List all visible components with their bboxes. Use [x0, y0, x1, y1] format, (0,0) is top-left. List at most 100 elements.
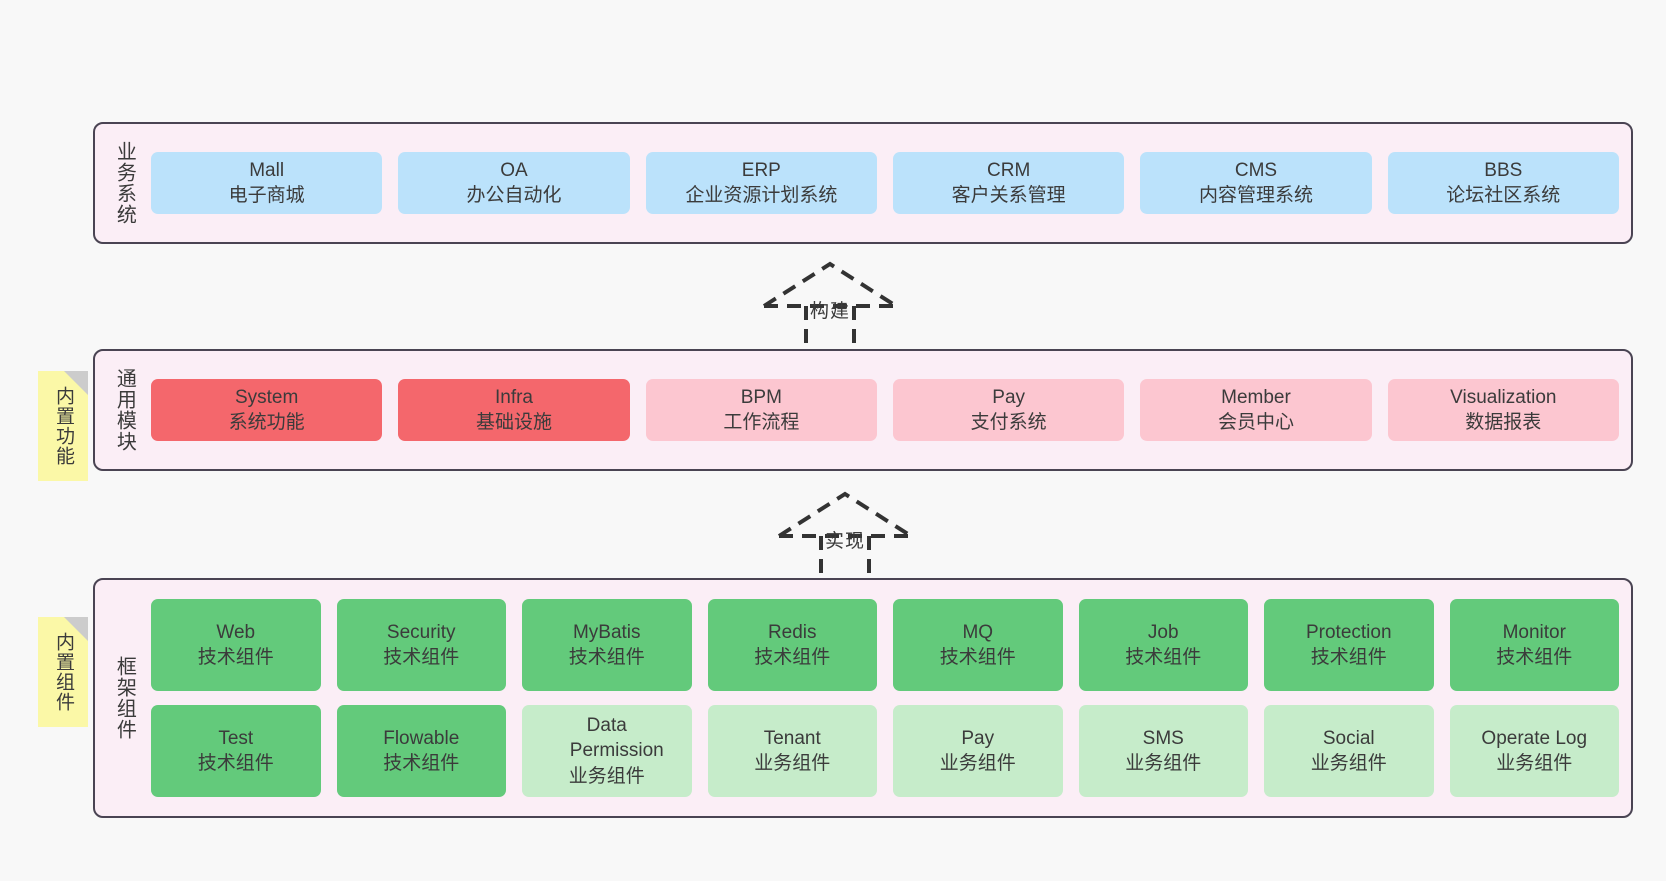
card-subtitle: 技术组件	[568, 647, 645, 668]
card-subtitle: 技术组件	[383, 753, 460, 774]
layer-common-modules[interactable]: 通用模块 System 系统功能 Infra 基础设施 BPM 工作流程 Pay…	[93, 349, 1633, 471]
card-title: Member	[1221, 386, 1291, 408]
card-row-technical: Web 技术组件 Security 技术组件 MyBatis 技术组件 Redi…	[151, 599, 1619, 691]
card-visualization[interactable]: Visualization 数据报表	[1387, 378, 1619, 442]
card-sms[interactable]: SMS 业务组件	[1078, 705, 1248, 797]
card-subtitle: 支付系统	[970, 412, 1047, 433]
layer-body-business: Mall 电子商城 OA 办公自动化 ERP 企业资源计划系统 CRM 客户关系…	[151, 134, 1619, 232]
card-data-permission[interactable]: Data Permission 业务组件	[522, 705, 692, 797]
card-subtitle: 内容管理系统	[1198, 185, 1313, 206]
card-mq[interactable]: MQ 技术组件	[893, 599, 1063, 691]
card-member[interactable]: Member 会员中心	[1140, 378, 1372, 442]
note-label: 内置组件	[53, 632, 75, 712]
card-title: Job	[1147, 621, 1179, 643]
card-test[interactable]: Test 技术组件	[151, 705, 321, 797]
card-job[interactable]: Job 技术组件	[1078, 599, 1248, 691]
card-subtitle: 业务组件	[939, 753, 1016, 774]
card-oa[interactable]: OA 办公自动化	[398, 151, 630, 215]
card-protection[interactable]: Protection 技术组件	[1264, 599, 1434, 691]
card-subtitle: 基础设施	[475, 412, 552, 433]
card-subtitle: 技术组件	[1125, 647, 1202, 668]
card-subtitle: 技术组件	[1496, 647, 1573, 668]
card-subtitle: 系统功能	[228, 412, 305, 433]
card-title: Operate Log	[1481, 727, 1588, 749]
card-title: System	[234, 386, 299, 408]
arrowhead-implement	[777, 491, 913, 538]
card-row: System 系统功能 Infra 基础设施 BPM 工作流程 Pay 支付系统…	[151, 378, 1619, 442]
card-row: Mall 电子商城 OA 办公自动化 ERP 企业资源计划系统 CRM 客户关系…	[151, 151, 1619, 215]
card-subtitle: 技术组件	[383, 647, 460, 668]
card-mybatis[interactable]: MyBatis 技术组件	[522, 599, 692, 691]
card-erp[interactable]: ERP 企业资源计划系统	[645, 151, 877, 215]
card-subtitle: 客户关系管理	[951, 185, 1066, 206]
card-title: Tenant	[763, 727, 821, 749]
card-title: Protection	[1305, 621, 1392, 643]
layer-title-business: 业务系统	[113, 141, 136, 225]
card-title: Pay	[961, 727, 995, 749]
card-subtitle: 企业资源计划系统	[685, 185, 838, 206]
note-fold-icon	[64, 371, 88, 395]
card-title: SMS	[1142, 727, 1184, 749]
note-builtin-features: 内置功能	[38, 371, 88, 481]
card-title: OA	[500, 159, 528, 181]
card-subtitle: 技术组件	[754, 647, 831, 668]
card-security[interactable]: Security 技术组件	[336, 599, 506, 691]
card-title: Security	[386, 621, 456, 643]
card-pay-component[interactable]: Pay 业务组件	[893, 705, 1063, 797]
note-fold-icon	[64, 617, 88, 641]
connector-label-build: 构建	[809, 301, 851, 322]
card-title: BPM	[740, 386, 782, 408]
card-bpm[interactable]: BPM 工作流程	[645, 378, 877, 442]
arrowhead-build	[762, 261, 898, 308]
card-subtitle: 业务组件	[1310, 753, 1387, 774]
card-title: Flowable	[383, 727, 460, 749]
card-row-business: Test 技术组件 Flowable 技术组件 Data Permission …	[151, 705, 1619, 797]
card-title: Social	[1322, 727, 1375, 749]
connector-build: 构建	[760, 258, 900, 348]
layer-business-system[interactable]: 业务系统 Mall 电子商城 OA 办公自动化 ERP 企业资源计划系统 CRM…	[93, 122, 1633, 244]
card-monitor[interactable]: Monitor 技术组件	[1449, 599, 1619, 691]
card-subtitle: 电子商城	[228, 185, 305, 206]
card-bbs[interactable]: BBS 论坛社区系统	[1387, 151, 1619, 215]
card-subtitle: 业务组件	[754, 753, 831, 774]
card-pay-module[interactable]: Pay 支付系统	[892, 378, 1125, 442]
card-infra[interactable]: Infra 基础设施	[398, 378, 630, 442]
card-title: BBS	[1484, 159, 1523, 181]
card-flowable[interactable]: Flowable 技术组件	[336, 705, 506, 797]
layer-title-modules: 通用模块	[113, 368, 136, 452]
card-title: CRM	[987, 159, 1031, 181]
layer-title-framework: 框架组件	[113, 656, 136, 740]
card-title: Mall	[249, 159, 285, 181]
card-title: MyBatis	[572, 621, 641, 643]
card-title: Pay	[992, 386, 1026, 408]
card-subtitle: 业务组件	[1125, 753, 1202, 774]
card-title: Web	[216, 621, 256, 643]
card-social[interactable]: Social 业务组件	[1264, 705, 1434, 797]
card-subtitle: 会员中心	[1217, 412, 1294, 433]
card-web[interactable]: Web 技术组件	[151, 599, 321, 691]
card-subtitle: 数据报表	[1465, 412, 1542, 433]
card-subtitle: 技术组件	[197, 753, 274, 774]
connector-implement: 实现	[775, 488, 915, 578]
card-crm[interactable]: CRM 客户关系管理	[892, 151, 1125, 215]
card-title: Redis	[767, 621, 817, 643]
card-system[interactable]: System 系统功能	[151, 378, 383, 442]
card-subtitle: 办公自动化	[466, 185, 562, 206]
card-title: Infra	[494, 386, 533, 408]
layer-body-modules: System 系统功能 Infra 基础设施 BPM 工作流程 Pay 支付系统…	[151, 361, 1619, 459]
card-cms[interactable]: CMS 内容管理系统	[1140, 151, 1372, 215]
card-subtitle: 技术组件	[1310, 647, 1387, 668]
card-title: MQ	[962, 621, 994, 643]
card-subtitle: 业务组件	[568, 765, 645, 787]
card-mall[interactable]: Mall 电子商城	[151, 151, 383, 215]
layer-framework-components[interactable]: 框架组件 Web 技术组件 Security 技术组件 MyBatis 技术组件…	[93, 578, 1633, 818]
card-subtitle: 业务组件	[1496, 753, 1573, 774]
card-redis[interactable]: Redis 技术组件	[707, 599, 877, 691]
card-tenant[interactable]: Tenant 业务组件	[707, 705, 877, 797]
note-label: 内置功能	[53, 386, 75, 466]
card-title: CMS	[1234, 159, 1278, 181]
card-subtitle: 工作流程	[723, 412, 800, 433]
card-operate-log[interactable]: Operate Log 业务组件	[1449, 705, 1619, 797]
layer-body-framework: Web 技术组件 Security 技术组件 MyBatis 技术组件 Redi…	[151, 590, 1619, 806]
